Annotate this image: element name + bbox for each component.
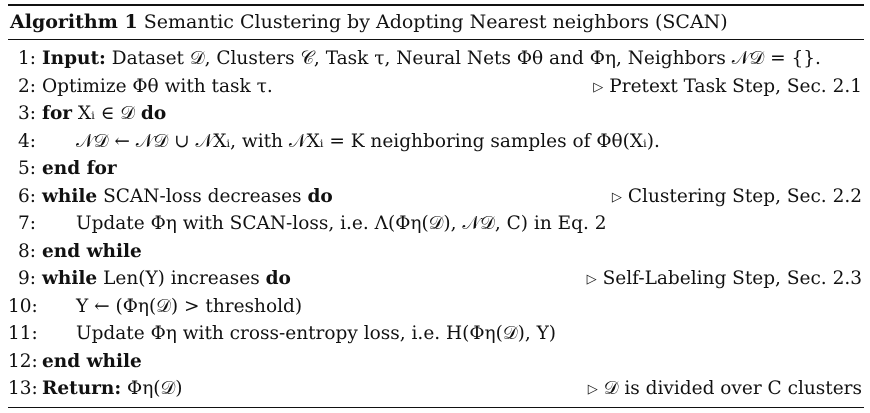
line-content: Input: Dataset 𝒟, Clusters 𝒞, Task τ, Ne… bbox=[42, 45, 821, 73]
keyword-end: do bbox=[140, 103, 167, 124]
comment-triangle-icon: ▷ bbox=[587, 382, 598, 397]
statement-text: Φη(𝒟) bbox=[121, 378, 183, 399]
top-rule bbox=[8, 4, 864, 6]
algorithm-line: 1: Input: Dataset 𝒟, Clusters 𝒞, Task τ, … bbox=[8, 45, 864, 73]
comment-text: 𝒟 is divided over C clusters bbox=[603, 378, 862, 399]
algorithm-line: 4: 𝒩𝒟 ← 𝒩𝒟 ∪ 𝒩Xᵢ, with 𝒩Xᵢ = K neighborin… bbox=[8, 128, 864, 156]
algorithm-caption: Algorithm 1 Semantic Clustering by Adopt… bbox=[8, 6, 864, 39]
line-content: Update Φη with SCAN-loss, i.e. Λ(Φη(𝒟), … bbox=[76, 210, 607, 238]
comment-text: Clustering Step, Sec. 2.2 bbox=[627, 185, 862, 207]
statement-text: Optimize Φθ with task τ. bbox=[42, 75, 273, 97]
line-content: Return: Φη(𝒟) bbox=[42, 375, 183, 403]
line-number: 13: bbox=[8, 378, 38, 399]
algorithm-label: Algorithm 1 bbox=[10, 11, 138, 33]
algorithm-box: Algorithm 1 Semantic Clustering by Adopt… bbox=[8, 4, 864, 408]
algorithm-line: 11: Update Φη with cross-entropy loss, i.… bbox=[8, 320, 864, 348]
line-number: 7: bbox=[17, 213, 36, 234]
line-number: 12: bbox=[8, 350, 38, 372]
line-number: 4: bbox=[17, 130, 36, 152]
algorithm-line: 5: end for bbox=[8, 155, 864, 183]
comment-triangle-icon: ▷ bbox=[586, 272, 597, 287]
algorithm-line: 10: Y ← (Φη(𝒟) > threshold) bbox=[8, 293, 864, 321]
line-comment: ▷ Self-Labeling Step, Sec. 2.3 bbox=[587, 265, 862, 295]
algorithm-line: 9: while Len(Y) increases do ▷ Self-Labelin… bbox=[8, 265, 864, 293]
line-content: for Xᵢ ∈ 𝒟 do bbox=[42, 100, 166, 128]
bottom-rule bbox=[8, 406, 864, 408]
line-number: 5: bbox=[17, 158, 36, 179]
keyword: while bbox=[42, 185, 98, 207]
line-content: while SCAN-loss decreases do bbox=[42, 183, 333, 211]
keyword: Return: bbox=[42, 378, 122, 399]
algorithm-line: 8: end while bbox=[8, 238, 864, 266]
line-number: 1: bbox=[17, 48, 36, 69]
statement-text: Dataset 𝒟, Clusters 𝒞, Task τ, Neural Ne… bbox=[105, 48, 821, 69]
statement-text: Update Φη with cross-entropy loss, i.e. … bbox=[76, 323, 557, 344]
line-comment: ▷ 𝒟 is divided over C clusters bbox=[588, 375, 862, 405]
keyword-end: do bbox=[265, 268, 291, 289]
line-number: 3: bbox=[17, 103, 36, 124]
line-content: 𝒩𝒟 ← 𝒩𝒟 ∪ 𝒩Xᵢ, with 𝒩Xᵢ = K neighboring … bbox=[76, 128, 660, 156]
statement-text: SCAN-loss decreases bbox=[97, 185, 308, 207]
line-number: 2: bbox=[17, 75, 36, 97]
algorithm-title: Semantic Clustering by Adopting Nearest … bbox=[143, 11, 728, 33]
algorithm-lines: 1: Input: Dataset 𝒟, Clusters 𝒞, Task τ, … bbox=[8, 40, 864, 407]
keyword: end for bbox=[42, 158, 117, 179]
statement-text: Xᵢ ∈ 𝒟 bbox=[72, 103, 141, 124]
line-number: 8: bbox=[17, 240, 36, 262]
algorithm-line: 13:Return: Φη(𝒟) ▷ 𝒟 is divided over C clu… bbox=[8, 375, 864, 403]
keyword: for bbox=[42, 103, 73, 124]
comment-text: Self-Labeling Step, Sec. 2.3 bbox=[602, 268, 862, 289]
algorithm-line: 3: for Xᵢ ∈ 𝒟 do bbox=[8, 100, 864, 128]
line-content: Update Φη with cross-entropy loss, i.e. … bbox=[76, 320, 556, 348]
line-number: 9: bbox=[17, 268, 36, 289]
line-number: 11: bbox=[8, 323, 38, 344]
line-content: end while bbox=[42, 348, 142, 376]
keyword: Input: bbox=[42, 48, 106, 69]
algorithm-line: 2: Optimize Φθ with task τ. ▷ Pretext Task … bbox=[8, 73, 864, 101]
algorithm-line: 7: Update Φη with SCAN-loss, i.e. Λ(Φη(𝒟)… bbox=[8, 210, 864, 238]
line-content: end for bbox=[42, 155, 117, 183]
comment-text: Pretext Task Step, Sec. 2.1 bbox=[609, 75, 862, 97]
statement-text: 𝒩𝒟 ← 𝒩𝒟 ∪ 𝒩Xᵢ, with 𝒩Xᵢ = K neighboring … bbox=[76, 130, 660, 152]
line-number: 6: bbox=[17, 185, 36, 207]
line-content: Y ← (Φη(𝒟) > threshold) bbox=[76, 293, 302, 321]
algorithm-line: 12:end while bbox=[8, 348, 864, 376]
comment-triangle-icon: ▷ bbox=[611, 189, 622, 205]
keyword: while bbox=[42, 268, 98, 289]
line-number: 10: bbox=[8, 295, 38, 317]
keyword-end: do bbox=[307, 185, 333, 207]
keyword: end while bbox=[42, 240, 142, 262]
statement-text: Len(Y) increases bbox=[97, 268, 266, 289]
caption-rule bbox=[8, 39, 864, 40]
statement-text: Update Φη with SCAN-loss, i.e. Λ(Φη(𝒟), … bbox=[76, 213, 607, 234]
comment-triangle-icon: ▷ bbox=[593, 79, 604, 95]
line-comment: ▷ Clustering Step, Sec. 2.2 bbox=[612, 183, 862, 213]
line-content: Optimize Φθ with task τ. bbox=[42, 73, 273, 101]
line-content: end while bbox=[42, 238, 142, 266]
line-comment: ▷ Pretext Task Step, Sec. 2.1 bbox=[593, 73, 862, 103]
line-content: while Len(Y) increases do bbox=[42, 265, 291, 293]
algorithm-line: 6: while SCAN-loss decreases do ▷ Clusterin… bbox=[8, 183, 864, 211]
statement-text: Y ← (Φη(𝒟) > threshold) bbox=[76, 295, 303, 317]
keyword: end while bbox=[42, 350, 142, 372]
